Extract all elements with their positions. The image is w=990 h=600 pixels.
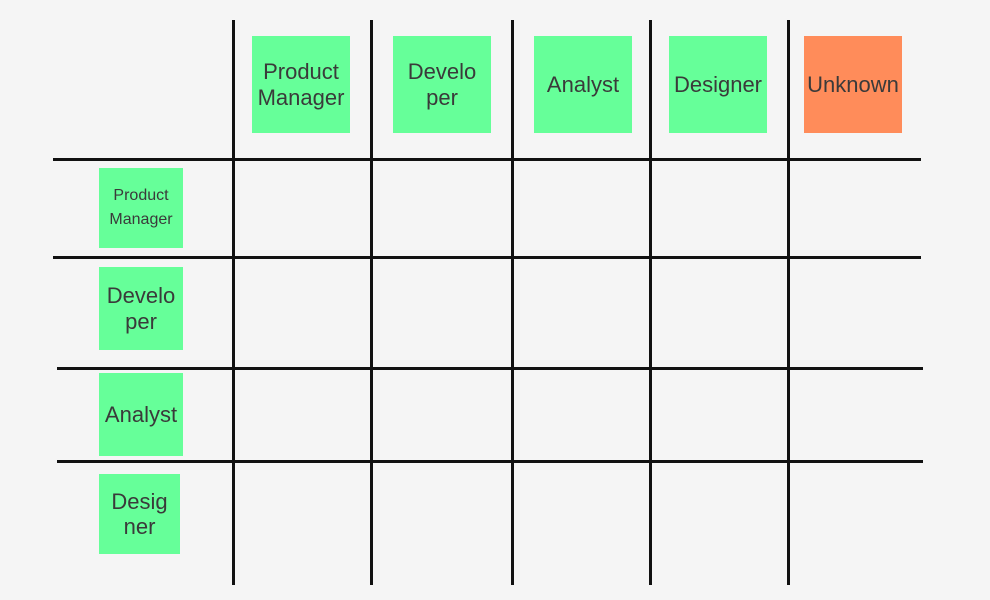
note-line: Analyst — [104, 401, 178, 427]
note-line: Manager — [109, 211, 173, 228]
note-line: Develo — [106, 283, 176, 309]
note-line: ner — [123, 514, 156, 539]
note-line: Analyst — [546, 71, 620, 97]
note-line: Unknown — [807, 71, 899, 97]
note-line: per — [125, 308, 157, 334]
note-line: Develo — [407, 59, 477, 85]
grid-line-vertical — [370, 20, 373, 585]
note-line: Manager — [257, 84, 345, 110]
note-line: Designer — [673, 71, 763, 97]
note-text: Desig ner — [111, 489, 167, 540]
row-note-designer[interactable]: Desig ner — [99, 474, 180, 554]
row-note-product-manager[interactable]: Product Manager — [99, 168, 183, 248]
note-line: per — [426, 84, 458, 110]
grid-line-vertical — [649, 20, 652, 585]
note-text: Analyst — [105, 402, 177, 427]
note-text: Analyst — [547, 72, 619, 97]
grid-line-vertical — [232, 20, 235, 585]
note-text: Product Manager — [258, 59, 345, 110]
row-note-developer[interactable]: Develo per — [99, 267, 183, 350]
column-note-product-manager[interactable]: Product Manager — [252, 36, 350, 133]
note-line: Desig — [111, 488, 168, 514]
grid-line-horizontal — [57, 460, 923, 463]
column-note-designer[interactable]: Designer — [669, 36, 767, 133]
note-line: Product — [113, 187, 169, 204]
column-note-analyst[interactable]: Analyst — [534, 36, 632, 133]
note-text: Designer — [674, 72, 762, 97]
note-text: Product Manager — [109, 184, 172, 232]
note-text: Develo per — [408, 59, 476, 110]
note-text: Unknown — [807, 72, 899, 97]
note-line: Product — [263, 59, 339, 85]
note-text: Develo per — [107, 283, 175, 334]
row-note-analyst[interactable]: Analyst — [99, 373, 183, 456]
grid-line-horizontal — [53, 158, 921, 161]
grid-line-vertical — [511, 20, 514, 585]
column-note-developer[interactable]: Develo per — [393, 36, 491, 133]
grid-line-horizontal — [53, 256, 921, 259]
grid-line-horizontal — [57, 367, 923, 370]
column-note-unknown[interactable]: Unknown — [804, 36, 902, 133]
grid-line-vertical — [787, 20, 790, 585]
